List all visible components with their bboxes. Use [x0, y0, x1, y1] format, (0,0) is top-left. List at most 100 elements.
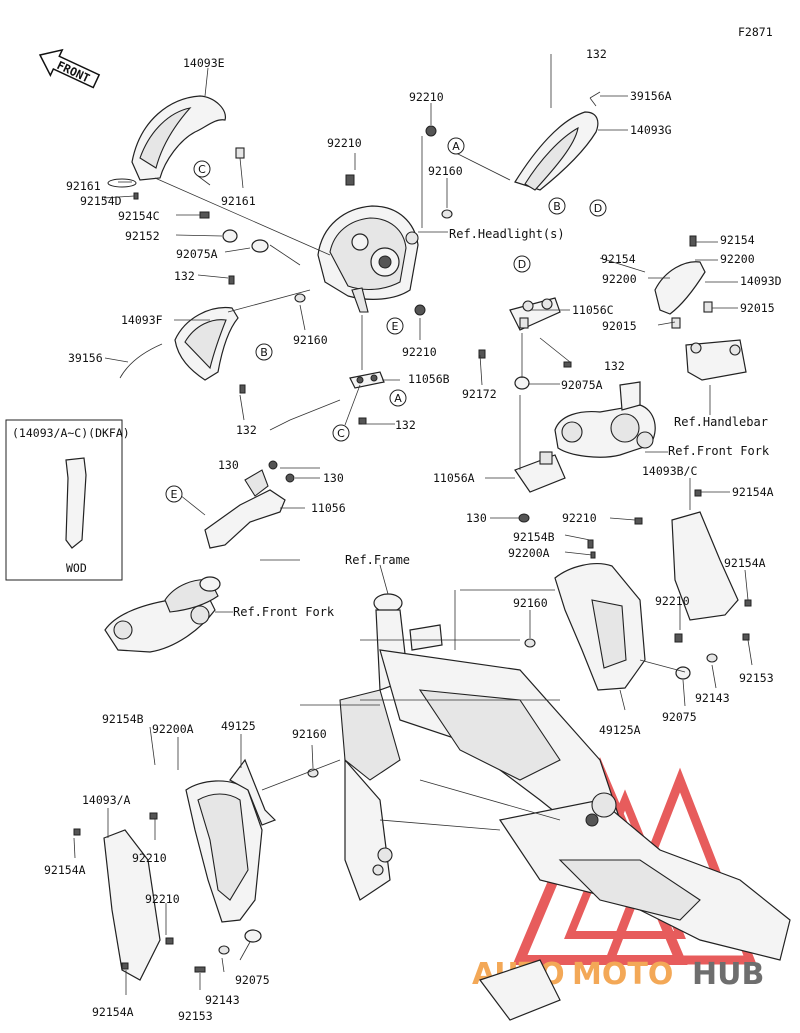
callout-letter-a-1: A	[452, 140, 460, 153]
label-49125A: 49125A	[599, 723, 641, 737]
callout-letter-e-2: E	[171, 488, 178, 501]
frame	[339, 593, 791, 1021]
figure-code: F2871	[738, 25, 773, 39]
washer-92160-a	[441, 209, 453, 219]
damper-92075A-a	[251, 239, 269, 253]
label-92153-a: 92153	[739, 671, 774, 685]
inset-footer: WOD	[66, 561, 87, 575]
callout-letter-d-2: D	[518, 258, 526, 271]
bracket-11056B	[349, 371, 385, 425]
label-ref-handlebar: Ref.Handlebar	[674, 415, 768, 429]
label-92015-a: 92015	[740, 301, 775, 315]
callout-circle-d-1	[589, 199, 607, 217]
label-132-top: 132	[586, 47, 607, 61]
callout-circle-d-2	[513, 255, 531, 273]
cover-14093D	[654, 235, 747, 381]
circle-callouts: A B D C E B D A C E	[165, 137, 607, 503]
label-92075A-a: 92075A	[176, 247, 218, 261]
label-ref-front-fork-a: Ref.Front Fork	[668, 444, 770, 458]
label-92172: 92172	[462, 387, 497, 401]
callout-circle-e-2	[165, 485, 183, 503]
callout-letter-e-1: E	[392, 320, 399, 333]
part-labels: 14093E 92210 132 39156A 14093G 92210 921…	[44, 47, 782, 1023]
label-92210-g: 92210	[145, 892, 180, 906]
inset-title: (14093/A~C)(DKFA)	[12, 426, 130, 440]
callout-circle-c-2	[332, 424, 350, 442]
label-92015-b: 92015	[602, 319, 637, 333]
callout-letter-d-1: D	[594, 202, 602, 215]
label-132-d: 132	[604, 359, 625, 373]
label-92160-b: 92160	[293, 333, 328, 347]
callout-circle-a-1	[447, 137, 465, 155]
label-92154A-d: 92154A	[92, 1005, 134, 1019]
label-92154A-c: 92154A	[44, 863, 86, 877]
label-92160-a: 92160	[428, 164, 463, 178]
leader-lines	[73, 54, 753, 995]
label-92210-d: 92210	[562, 511, 597, 525]
label-92200A-a: 92200A	[508, 546, 550, 560]
stay-11056	[204, 460, 295, 549]
label-92154-b: 92154	[720, 233, 755, 247]
callout-letter-b-2: B	[260, 346, 268, 359]
nut-92210-a	[425, 125, 437, 137]
label-14093BC: 14093B/C	[642, 464, 697, 478]
label-130-b: 130	[218, 458, 239, 472]
label-130-a: 130	[466, 511, 487, 525]
label-92154B-a: 92154B	[513, 530, 555, 544]
callout-letter-c-1: C	[198, 163, 206, 176]
label-92161-a: 92161	[66, 179, 101, 193]
label-92075-b: 92075	[235, 973, 270, 987]
label-92154C: 92154C	[118, 209, 160, 223]
label-92154D: 92154D	[80, 194, 122, 208]
upper-triple-clamp	[554, 381, 656, 458]
cover-14093G	[514, 91, 601, 191]
callout-circle-e-1	[386, 317, 404, 335]
label-92210-c: 92210	[402, 345, 437, 359]
label-14093E: 14093E	[183, 56, 225, 70]
watermark-hub: HUB	[692, 957, 764, 992]
label-49125: 49125	[221, 719, 256, 733]
label-130-c: 130	[323, 471, 344, 485]
bracket-11056C	[478, 297, 572, 390]
headlight-housing	[317, 174, 419, 313]
label-92075A-b: 92075A	[561, 378, 603, 392]
label-132-c: 132	[395, 418, 416, 432]
label-92154A-a: 92154A	[732, 485, 774, 499]
label-92152: 92152	[125, 229, 160, 243]
callout-circle-b-2	[255, 343, 273, 361]
washer-92160-b	[294, 293, 306, 303]
label-92160-d: 92160	[292, 727, 327, 741]
callout-letter-a-2: A	[394, 392, 402, 405]
label-39156A: 39156A	[630, 89, 672, 103]
damper-92075A-b	[514, 376, 530, 390]
label-92143-b: 92143	[205, 993, 240, 1007]
label-14093D: 14093D	[740, 274, 782, 288]
bolt-92154C	[199, 211, 210, 219]
callout-letter-b-1: B	[553, 200, 561, 213]
label-92143-a: 92143	[695, 691, 730, 705]
label-92210-b: 92210	[327, 136, 362, 150]
callout-letter-c-2: C	[337, 427, 345, 440]
label-14093G: 14093G	[630, 123, 672, 137]
label-92154A-b: 92154A	[724, 556, 766, 570]
label-92210-f: 92210	[132, 851, 167, 865]
label-11056B: 11056B	[408, 372, 450, 386]
side-cover-49125	[149, 758, 319, 945]
label-92200-b: 92200	[720, 252, 755, 266]
label-92153-b: 92153	[178, 1009, 213, 1023]
label-ref-headlights: Ref.Headlight(s)	[449, 227, 565, 241]
label-ref-front-fork-b: Ref.Front Fork	[233, 605, 335, 619]
variant-inset-box: (14093/A~C)(DKFA) WOD	[5, 419, 130, 581]
callout-circle-a-2	[389, 389, 407, 407]
inset-cover-part	[65, 457, 87, 549]
cover-14093F	[119, 275, 246, 394]
label-11056A: 11056A	[433, 471, 475, 485]
label-14093F: 14093F	[121, 313, 163, 327]
label-92200-a: 92200	[602, 272, 637, 286]
cover-14093E	[107, 95, 245, 200]
label-11056C: 11056C	[572, 303, 614, 317]
label-39156: 39156	[68, 351, 103, 365]
inset-border	[5, 419, 123, 581]
